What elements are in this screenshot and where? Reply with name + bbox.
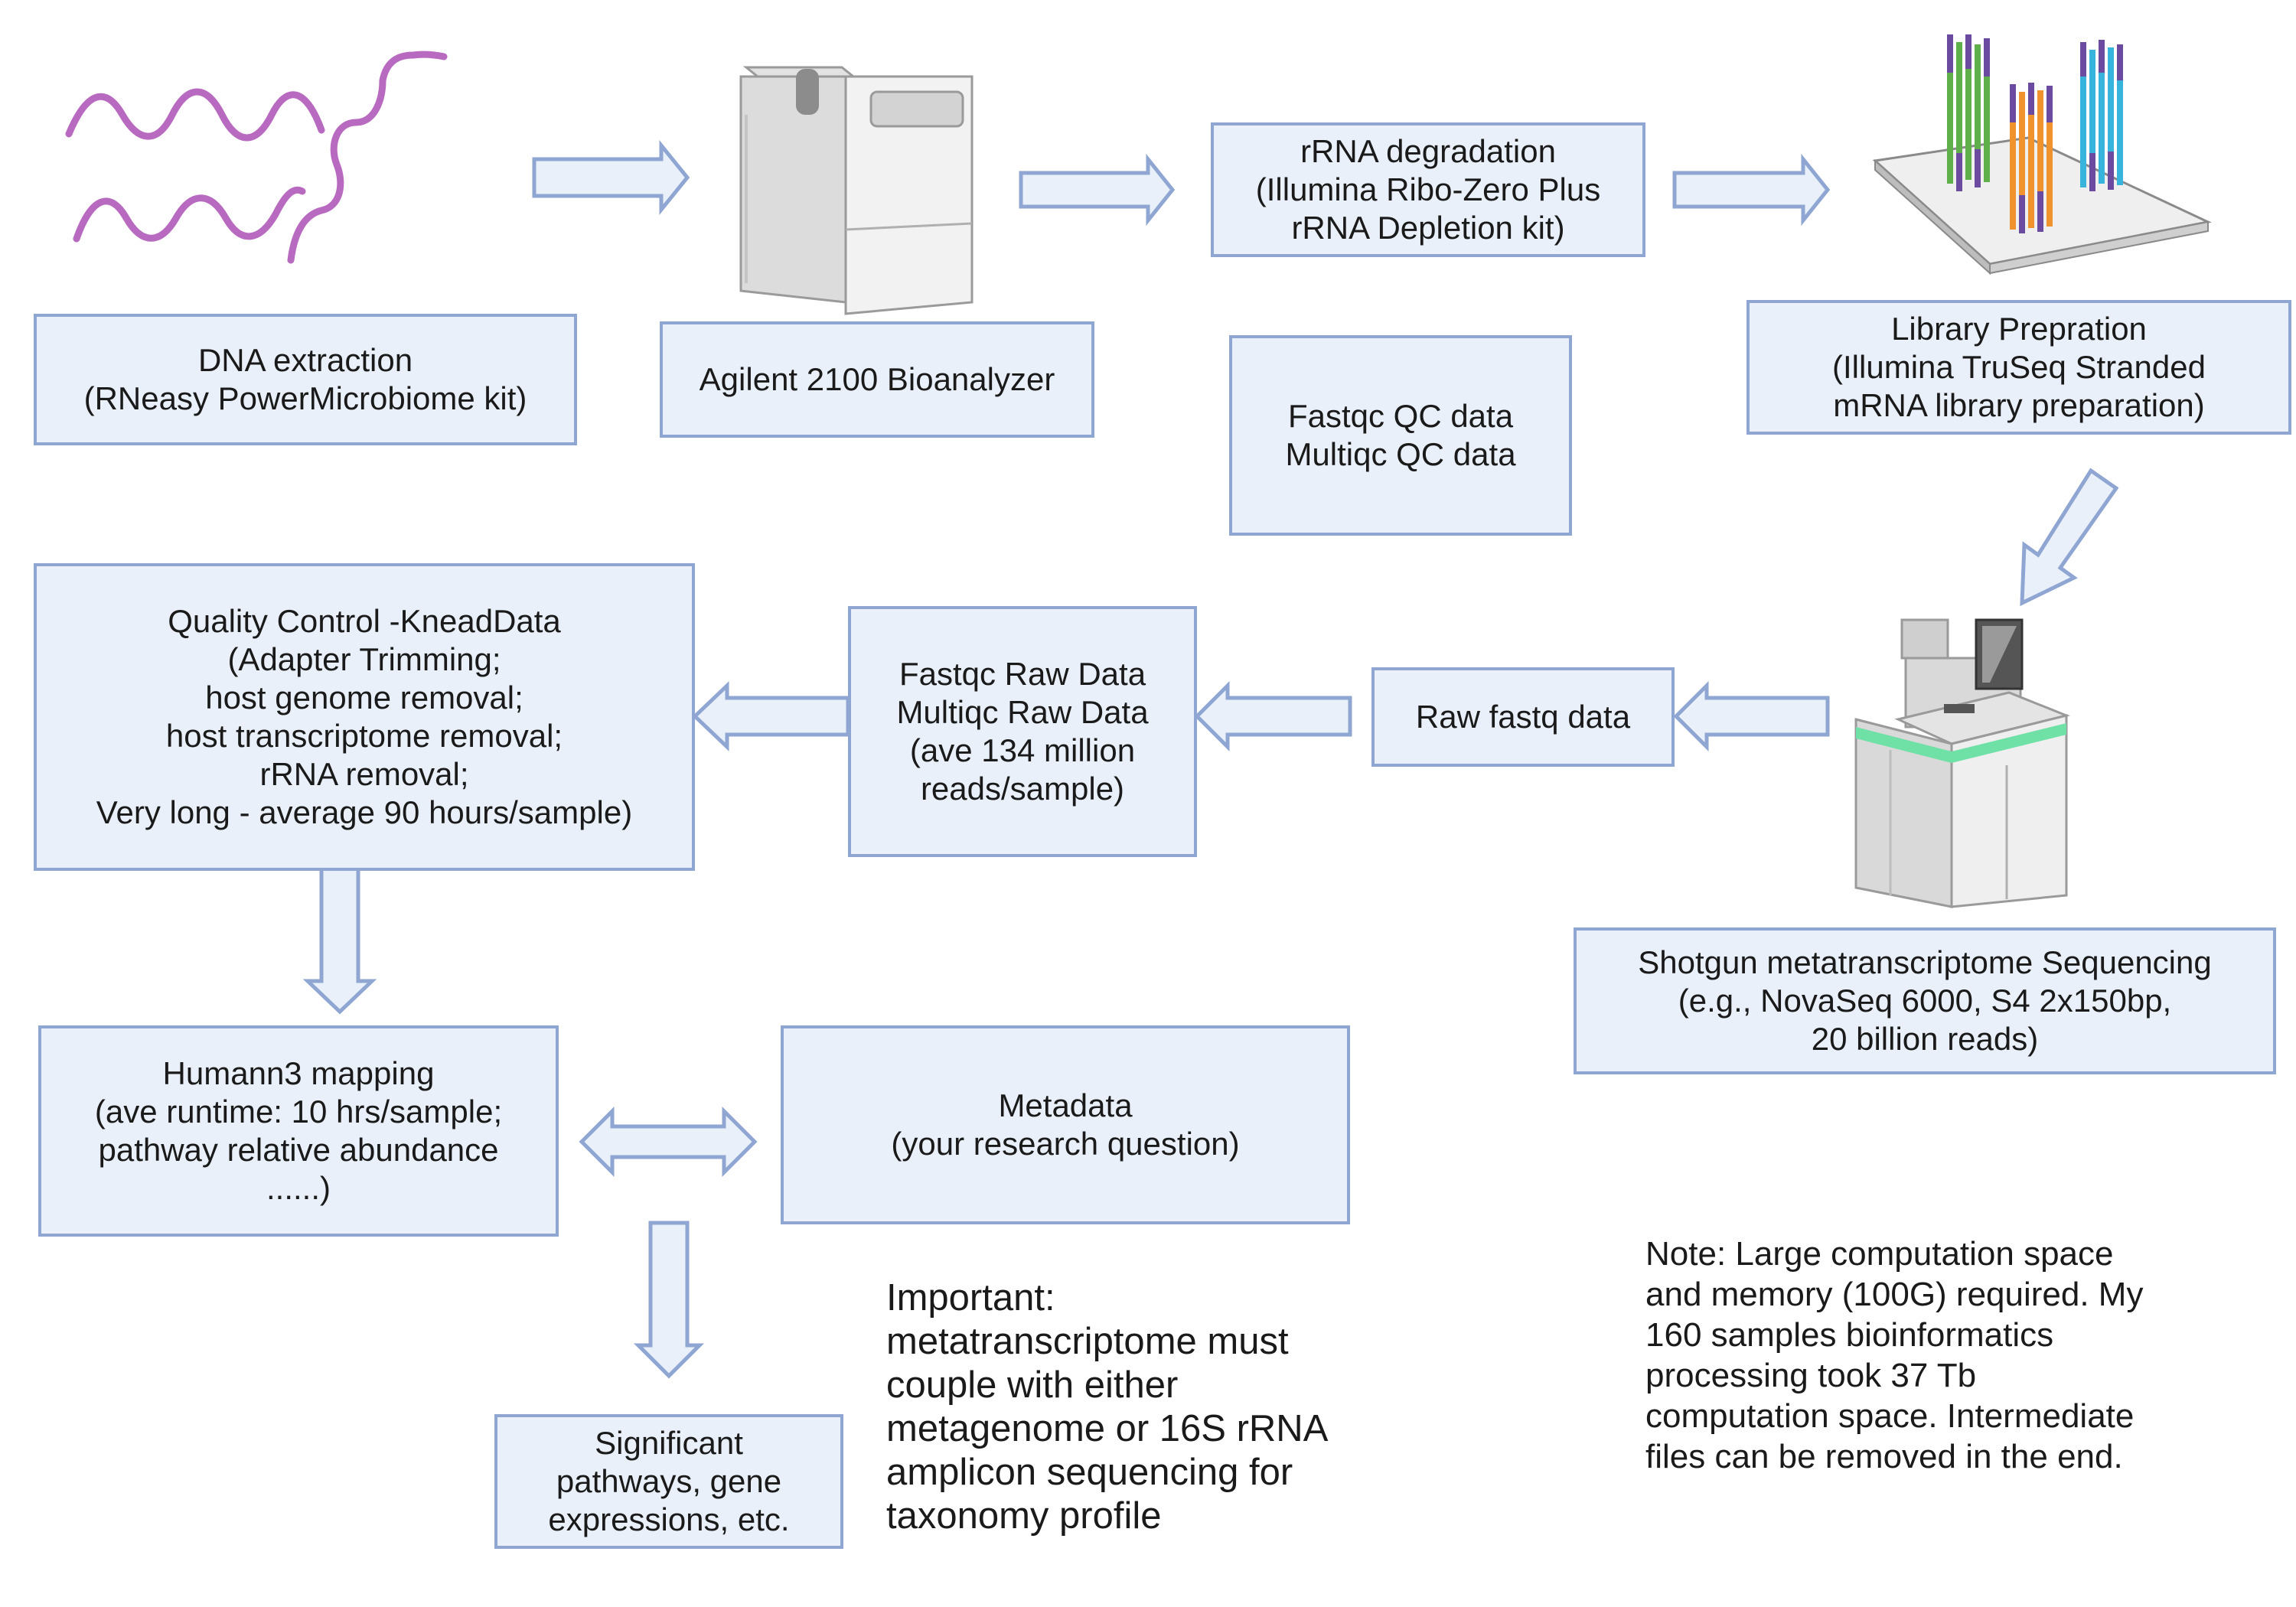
box-line: rRNA Depletion kit): [1291, 210, 1565, 246]
note-line: Note: Large computation space: [1645, 1235, 2114, 1273]
box-line: Fastqc Raw Data: [899, 656, 1146, 692]
box-line: reads/sample): [920, 771, 1125, 807]
box-line: (ave runtime: 10 hrs/sample;: [94, 1094, 503, 1129]
arrow-raw-to-fastqcraw: [1194, 680, 1352, 752]
box-line: Library Prepration: [1891, 311, 2147, 347]
quality-control-box: Quality Control -KneadData (Adapter Trim…: [34, 563, 695, 871]
storage-note: Note: Large computation space and memory…: [1645, 1234, 2143, 1477]
box-line: pathway relative abundance: [98, 1132, 499, 1168]
metadata-box: Metadata (your research question): [781, 1025, 1350, 1224]
note-line: 160 samples bioinformatics: [1645, 1316, 2054, 1354]
box-line: 20 billion reads): [1811, 1021, 2039, 1057]
box-line: Quality Control -KneadData: [168, 603, 561, 639]
box-line: Multiqc QC data: [1285, 436, 1516, 472]
arrow-humann3-to-significant: [633, 1221, 705, 1379]
note-line: amplicon sequencing for: [886, 1452, 1293, 1493]
box-line: (RNeasy PowerMicrobiome kit): [83, 380, 527, 416]
fastqc-raw-box: Fastqc Raw Data Multiqc Raw Data (ave 13…: [848, 606, 1197, 857]
note-line: couple with either: [886, 1364, 1179, 1406]
note-line: files can be removed in the end.: [1645, 1438, 2123, 1475]
box-line: (your research question): [891, 1126, 1240, 1162]
significant-box: Significant pathways, gene expressions, …: [494, 1414, 843, 1549]
box-line: Fastqc QC data: [1287, 398, 1514, 434]
arrow-sequencer-to-raw: [1673, 680, 1830, 752]
note-line: taxonomy profile: [886, 1495, 1162, 1537]
box-line: Multiqc Raw Data: [896, 694, 1149, 730]
arrow-dna-to-bioanalyzer: [532, 139, 690, 216]
box-line: DNA extraction: [197, 342, 413, 378]
box-line: Shotgun metatranscriptome Sequencing: [1638, 944, 2212, 980]
box-line: expressions, etc.: [548, 1501, 790, 1537]
box-line: rRNA degradation: [1300, 133, 1556, 169]
arrow-rrna-to-library: [1672, 153, 1831, 227]
box-line: Metadata: [998, 1087, 1133, 1123]
box-line: host transcriptome removal;: [165, 718, 563, 754]
arrow-library-to-sequencer: [2020, 468, 2119, 607]
note-line: computation space. Intermediate: [1645, 1397, 2135, 1435]
sequencing-box: Shotgun metatranscriptome Sequencing (e.…: [1574, 927, 2276, 1074]
rrna-degradation-box: rRNA degradation (Illumina Ribo-Zero Plu…: [1211, 122, 1645, 257]
arrow-qc-to-humann3: [302, 861, 377, 1015]
box-line: ......): [266, 1170, 331, 1206]
note-line: and memory (100G) required. My: [1645, 1276, 2144, 1313]
bioanalyzer-box: Agilent 2100 Bioanalyzer: [660, 321, 1094, 438]
important-note: Important: metatranscriptome must couple…: [886, 1276, 1328, 1538]
raw-fastq-box: Raw fastq data: [1371, 667, 1675, 767]
box-line: Very long - average 90 hours/sample): [96, 794, 633, 830]
library-prep-box: Library Prepration (Illumina TruSeq Stra…: [1746, 300, 2291, 435]
arrow-fastqcraw-to-qc: [692, 681, 850, 751]
box-line: (e.g., NovaSeq 6000, S4 2x150bp,: [1678, 983, 2172, 1019]
box-line: (Adapter Trimming;: [227, 641, 501, 677]
note-line: metagenome or 16S rRNA: [886, 1408, 1329, 1449]
box-line: rRNA removal;: [259, 756, 469, 792]
box-line: Raw fastq data: [1415, 699, 1631, 735]
note-line: metatranscriptome must: [886, 1321, 1289, 1362]
dna-extraction-box: DNA extraction (RNeasy PowerMicrobiome k…: [34, 314, 577, 445]
box-line: Significant: [595, 1425, 743, 1461]
arrow-bioanalyzer-to-rrna: [1019, 153, 1176, 227]
box-line: Humann3 mapping: [162, 1055, 435, 1091]
box-line: (ave 134 million: [909, 732, 1136, 768]
box-line: host genome removal;: [205, 680, 523, 715]
box-line: (Illumina Ribo-Zero Plus: [1255, 171, 1601, 207]
box-line: mRNA library preparation): [1833, 387, 2205, 423]
box-line: (Illumina TruSeq Stranded: [1832, 349, 2206, 385]
humann3-box: Humann3 mapping (ave runtime: 10 hrs/sam…: [38, 1025, 559, 1237]
note-line: processing took 37 Tb: [1645, 1357, 1977, 1394]
arrow-humann3-metadata-bidirectional: [579, 1106, 758, 1178]
note-line: Important:: [886, 1277, 1055, 1319]
box-line: Agilent 2100 Bioanalyzer: [699, 361, 1055, 397]
box-line: pathways, gene: [556, 1463, 782, 1499]
fastqc-qc-box: Fastqc QC data Multiqc QC data: [1229, 335, 1572, 536]
